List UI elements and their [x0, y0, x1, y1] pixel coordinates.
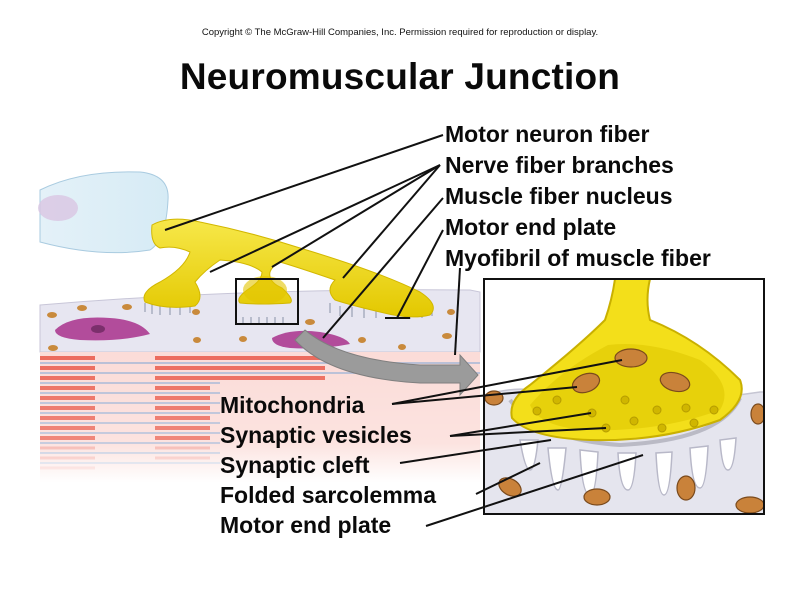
- leader-nerve-branch-3: [342, 164, 441, 279]
- leader-nerve-branch-2: [271, 164, 441, 268]
- leader-muscle-fiber-nucleus: [322, 197, 444, 339]
- leader-myofibril: [454, 267, 461, 356]
- label-synaptic-cleft: Synaptic cleft: [220, 452, 370, 478]
- leader-motor-end-plate: [396, 229, 444, 319]
- inset-marker: [235, 278, 299, 325]
- nerve-fiber: [143, 218, 434, 318]
- leader-vesicles-1: [449, 412, 592, 437]
- nucleolus: [91, 325, 105, 333]
- leader-mitochondria-1: [391, 359, 623, 405]
- leader-motor-end-plate-detail: [425, 454, 644, 527]
- motor-neuron: [143, 218, 434, 318]
- synaptic-vesicles-group: [532, 395, 719, 433]
- label-folded-sarcolemma: Folded sarcolemma: [220, 482, 437, 508]
- leader-motor-neuron-fiber: [164, 134, 444, 231]
- leader-vesicles-2: [449, 427, 607, 437]
- leader-synaptic-cleft: [399, 439, 552, 464]
- label-synaptic-vesicles: Synaptic vesicles: [220, 422, 412, 448]
- leader-lines-bottom: [391, 359, 644, 527]
- label-nerve-fiber-branches: Nerve fiber branches: [445, 152, 674, 178]
- sarcoplasm-mitochondria: [47, 304, 455, 351]
- schwann-nucleus: [38, 195, 78, 221]
- label-motor-end-plate-detail: Motor end plate: [220, 512, 392, 538]
- label-mitochondria: Mitochondria: [220, 392, 365, 418]
- diagram-title: Neuromuscular Junction: [179, 56, 621, 97]
- leader-lines-top: [164, 134, 461, 356]
- schwann-cell: [38, 171, 169, 254]
- leader-nerve-branch-1: [209, 164, 441, 273]
- myofibrils: [40, 352, 480, 482]
- inset-mitochondria: [484, 348, 764, 514]
- zoom-arrow: [294, 329, 479, 397]
- inset-detail: [484, 279, 764, 514]
- label-motor-end-plate: Motor end plate: [445, 214, 617, 240]
- leader-mitochondria-2: [391, 386, 578, 405]
- label-motor-neuron-fiber: Motor neuron fiber: [445, 121, 650, 147]
- leader-folded-sarcolemma: [475, 462, 541, 495]
- terminal-bouton: [243, 276, 287, 304]
- label-muscle-fiber-nucleus: Muscle fiber nucleus: [445, 183, 673, 209]
- label-myofibril: Myofibril of muscle fiber: [445, 245, 711, 271]
- copyright-notice: Copyright © The McGraw-Hill Companies, I…: [201, 27, 599, 38]
